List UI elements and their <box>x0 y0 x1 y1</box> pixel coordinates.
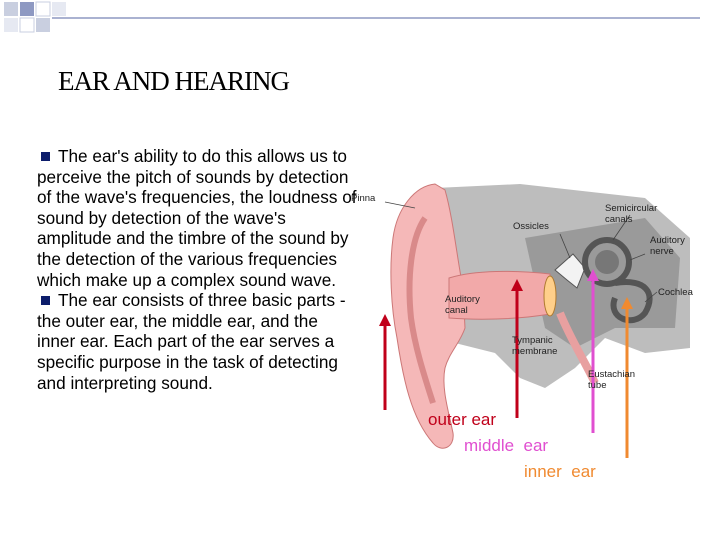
middle-ear-arrow-2 <box>587 269 599 433</box>
label-cochlea: Cochlea <box>658 287 693 298</box>
label-canals: canals <box>605 214 633 225</box>
label-nerve: nerve <box>650 246 674 257</box>
label-tympanic: Tympanic <box>512 335 553 346</box>
label-semicircular: Semicircular <box>605 203 658 214</box>
corner-decoration <box>4 1 700 33</box>
middle-ear-label: middle ear <box>464 436 549 455</box>
middle-ear-arrow <box>511 279 523 418</box>
inner-ear-label: inner ear <box>524 462 596 481</box>
outer-ear-arrow <box>379 314 391 410</box>
label-auditory-nerve: Auditory <box>650 235 685 246</box>
bullet-square-icon <box>41 152 50 161</box>
label-pinna: Pinna <box>351 193 376 204</box>
paragraph-2-text: The ear consists of three basic parts - … <box>37 290 346 393</box>
ear-illustration <box>379 183 690 458</box>
outer-ear-label: outer ear <box>428 410 497 429</box>
page-title: EAR AND HEARING <box>58 66 290 96</box>
paragraph-1: The ear's ability to do this allows us t… <box>37 146 357 290</box>
paragraph-1-text: The ear's ability to do this allows us t… <box>37 146 357 290</box>
label-tube: tube <box>588 380 607 391</box>
label-canal: canal <box>445 305 468 316</box>
label-membrane: membrane <box>512 346 558 357</box>
paragraph-2: The ear consists of three basic parts - … <box>37 290 357 393</box>
inner-ear-arrow <box>621 297 633 458</box>
label-eustachian: Eustachian <box>588 369 636 380</box>
body-text: The ear's ability to do this allows us t… <box>37 146 357 393</box>
label-auditory-canal: Auditory <box>445 294 480 305</box>
label-ossicles: Ossicles <box>513 221 549 232</box>
bullet-square-icon <box>41 296 50 306</box>
ear-anatomy-diagram: Pinna Semicircular canals Ossicles Audit… <box>345 178 705 488</box>
